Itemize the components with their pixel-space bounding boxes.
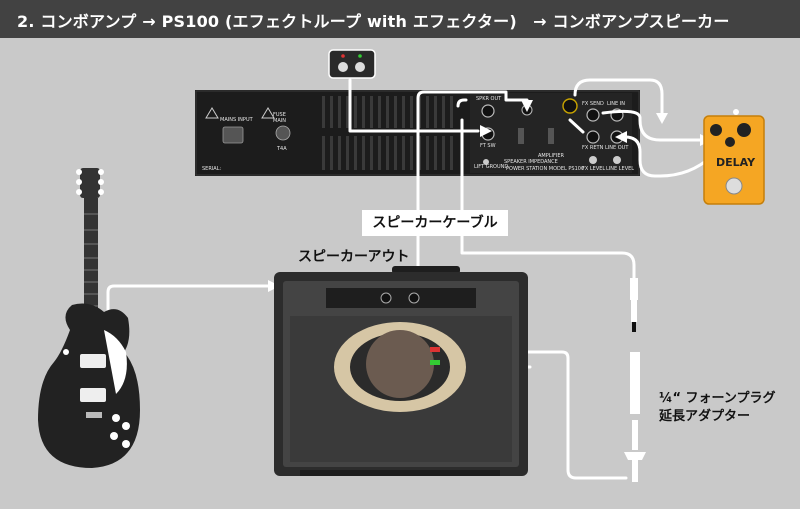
pedal-return-cable bbox=[623, 135, 714, 178]
label-fuse: FUSE bbox=[273, 112, 286, 118]
speaker-cable bbox=[416, 90, 529, 270]
label-fx-level: FX LEVEL bbox=[582, 166, 606, 172]
label-fx-send: FX SEND bbox=[582, 101, 604, 107]
spkr-out-jack bbox=[481, 104, 495, 118]
header-bar: 2. コンボアンプ → PS100 (エフェクトループ with エフェクター)… bbox=[0, 0, 800, 38]
amp-control-panel bbox=[326, 288, 476, 308]
delay-pedal bbox=[703, 109, 765, 205]
footswitch-cable bbox=[348, 78, 480, 133]
adapter-cable-top bbox=[456, 98, 636, 284]
arrow-line-out bbox=[615, 131, 627, 143]
fx-send-jack bbox=[586, 108, 600, 122]
speaker-cable-label: スピーカーケーブル bbox=[362, 210, 508, 236]
fx-send-cable bbox=[601, 109, 704, 142]
arrow-ftsw bbox=[480, 125, 492, 137]
page-title: 2. コンボアンプ → PS100 (エフェクトループ with エフェクター)… bbox=[17, 12, 730, 31]
label-serial: SERIAL: bbox=[202, 166, 222, 172]
xlr-cable bbox=[568, 118, 585, 134]
label-amplifier: AMPLIFIER bbox=[538, 153, 564, 159]
label-fuse-main: MAIN bbox=[273, 118, 286, 124]
label-fuse-rating: T4A bbox=[277, 146, 287, 152]
cables bbox=[106, 78, 714, 480]
pedal-name: DELAY bbox=[716, 156, 756, 169]
arrow-spkr bbox=[521, 100, 533, 112]
guitar-cable bbox=[106, 284, 270, 352]
label-mains-input: MAINS INPUT bbox=[220, 117, 253, 123]
amp-speaker bbox=[334, 322, 466, 412]
combo-amp bbox=[274, 266, 528, 476]
adapter-label-line1: ¼“ フォーンプラグ bbox=[659, 391, 776, 406]
fx-retn-jack bbox=[586, 130, 600, 144]
guitar bbox=[38, 168, 140, 468]
label-fx-retn: FX RETN bbox=[582, 145, 604, 151]
label-power-station: POWER STATION MODEL PS100 bbox=[506, 166, 585, 172]
line-loop-cable bbox=[573, 78, 664, 117]
label-lift-ground: LIFT GROUND bbox=[474, 164, 509, 170]
adapter-cable-bottom bbox=[450, 350, 628, 480]
label-ft-sw: FT SW bbox=[480, 143, 496, 149]
label-line-out: LINE OUT bbox=[605, 145, 629, 151]
arrow-line-in bbox=[656, 113, 668, 124]
footswitch bbox=[328, 49, 376, 79]
phone-plug-adapter bbox=[624, 278, 646, 482]
label-spkr-out: SPKR OUT bbox=[476, 96, 502, 102]
label-line-level: LINE LEVEL bbox=[606, 166, 635, 172]
label-speaker-impedance: SPEAKER IMPEDANCE bbox=[504, 159, 558, 165]
adapter-label-line2: 延長アダプター bbox=[659, 409, 751, 424]
xlr-out-jack bbox=[562, 98, 578, 114]
speaker-out-label: スピーカーアウト bbox=[298, 249, 410, 265]
label-line-in: LINE IN bbox=[607, 101, 625, 107]
